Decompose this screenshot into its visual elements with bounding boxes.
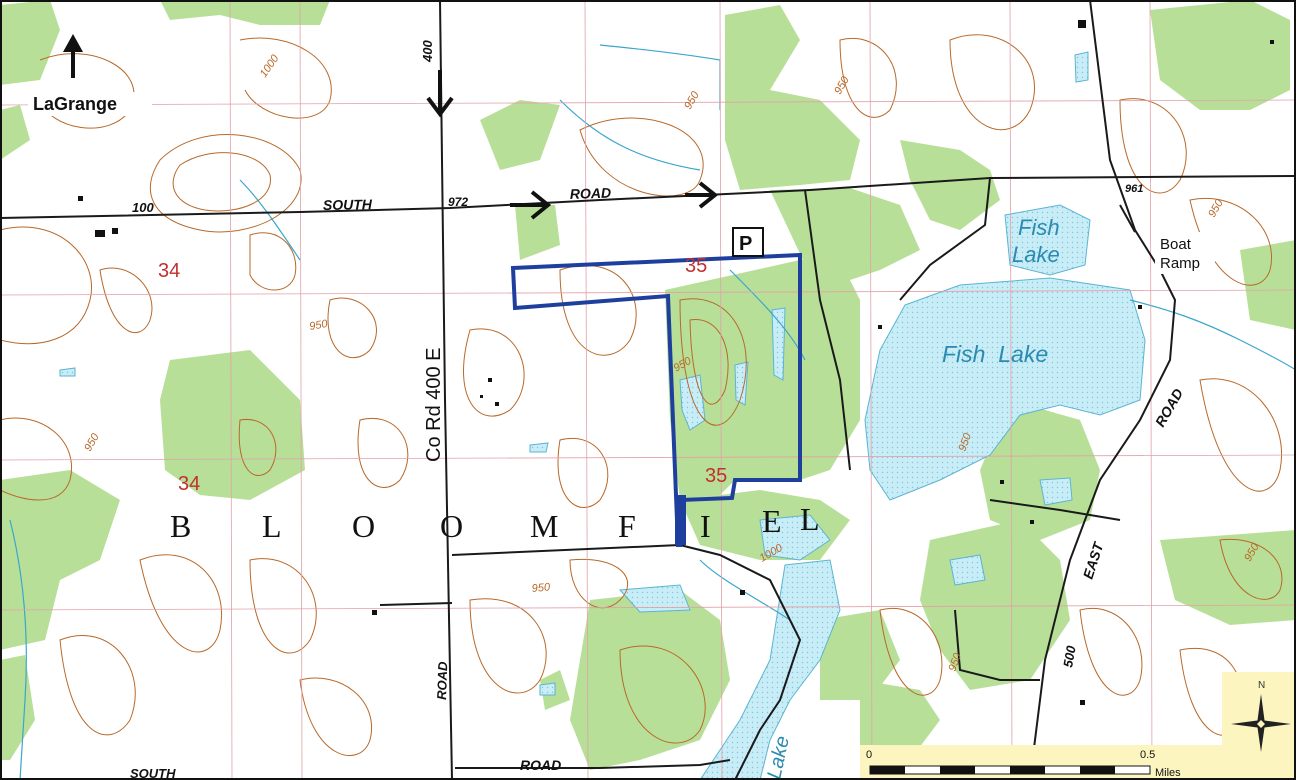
road-label-road: ROAD [570, 185, 612, 202]
road-label-co-rd: Co Rd 400 E [423, 347, 445, 462]
svg-text:I: I [700, 508, 711, 544]
scale-bar: 0 0.5 Miles [860, 745, 1225, 780]
scale-zero-label: 0 [866, 749, 872, 761]
township-name: B L O O M F I E L [170, 501, 820, 544]
road-label-972: 972 [448, 195, 468, 209]
svg-text:E: E [762, 503, 782, 539]
scale-half-label: 0.5 [1140, 749, 1155, 761]
fish-lake-north-label-2: Lake [1012, 242, 1060, 267]
svg-text:P: P [739, 233, 752, 255]
fish-lake-north [1004, 204, 1091, 276]
section-numbers: 34 34 35 35 [158, 255, 727, 495]
scale-unit-label: Miles [1155, 767, 1181, 779]
road-label-961: 961 [1125, 183, 1143, 195]
svg-text:O: O [440, 508, 463, 544]
fish-lake-main [864, 277, 1146, 501]
buildings [78, 20, 1274, 754]
svg-text:950: 950 [308, 318, 329, 333]
section-35-south: 35 [705, 465, 727, 487]
lake-south [699, 559, 841, 780]
svg-text:F: F [618, 508, 636, 544]
compass-rose: N [1222, 672, 1296, 780]
svg-text:Ramp: Ramp [1160, 255, 1200, 272]
road-label-south-bottom: SOUTH [130, 766, 176, 780]
section-34-north: 34 [158, 260, 180, 282]
fish-lake-main-label: Fish Lake [942, 341, 1048, 367]
svg-text:B: B [170, 508, 191, 544]
fish-lake-north-label-1: Fish [1018, 215, 1060, 240]
boundary-entrance [675, 495, 686, 545]
svg-text:O: O [352, 508, 375, 544]
svg-text:L: L [262, 508, 282, 544]
svg-text:M: M [530, 508, 558, 544]
lagrange-label-bg [28, 92, 152, 116]
svg-text:L: L [800, 501, 820, 537]
boat-ramp-label: Boat Ramp [1155, 232, 1215, 274]
road-label-road-vertical: ROAD [434, 661, 450, 700]
road-labels: SOUTH ROAD 100 972 400 Co Rd 400 E ROAD … [130, 40, 1186, 780]
road-label-500: 500 [1060, 644, 1079, 669]
road-label-south: SOUTH [323, 196, 373, 213]
road-label-road-bottom: ROAD [520, 757, 561, 773]
compass-north-label: N [1258, 680, 1265, 691]
svg-text:Boat: Boat [1160, 236, 1192, 253]
section-35-north: 35 [685, 255, 707, 277]
water-bodies [59, 51, 1146, 780]
contour-lines [0, 34, 1283, 756]
svg-text:950: 950 [531, 581, 551, 595]
co-rd-400-line [439, 0, 453, 780]
parking-icon: P [732, 227, 764, 257]
direction-arrows [426, 70, 719, 220]
lagrange-label: LaGrange [33, 94, 117, 114]
north-arrow-icon [63, 34, 83, 78]
road-label-400: 400 [420, 40, 435, 63]
east-road-line [1029, 0, 1177, 780]
lake-labels: Fish Lake Fish Lake Lake [763, 215, 1059, 780]
road-label-100: 100 [132, 200, 154, 215]
section-34-south: 34 [178, 473, 200, 495]
